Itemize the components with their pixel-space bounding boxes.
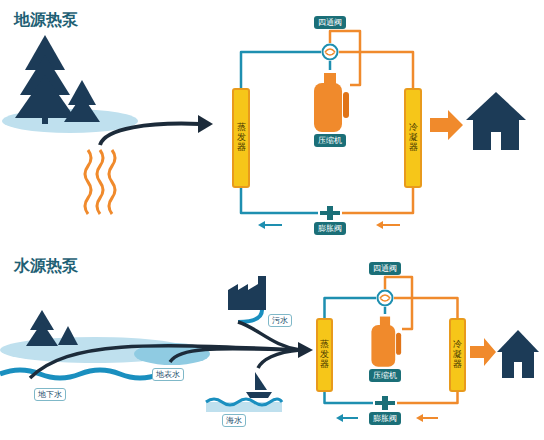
part-label: 压缩机 — [314, 134, 346, 147]
part-label: 膨胀阀 — [314, 222, 346, 235]
house — [466, 92, 526, 150]
pipe — [394, 298, 458, 318]
pipe — [325, 392, 374, 403]
sewage-pipe — [238, 310, 262, 322]
valve-symbol — [376, 289, 394, 307]
factory — [228, 276, 266, 310]
four-way-valve: 四通阀 — [369, 262, 401, 307]
source-label: 地下水 — [34, 388, 66, 401]
vertical-label: 冷凝器 — [453, 340, 462, 370]
section-title: 地源热泵 — [14, 10, 78, 31]
sea-waves — [206, 399, 282, 405]
heat-arrow — [470, 338, 496, 366]
pipe — [339, 52, 413, 88]
pipe — [342, 188, 413, 213]
pipe — [397, 392, 458, 403]
compressor-symbol — [368, 314, 402, 367]
heat-exchanger: 蒸发器 — [316, 318, 333, 392]
expansion-valve-symbol — [318, 206, 342, 220]
heat-exchanger: 冷凝器 — [449, 318, 466, 392]
valve-symbol — [321, 43, 339, 61]
heat-arrow — [430, 110, 463, 140]
source-label: 地表水 — [152, 368, 184, 381]
flow-arrow — [100, 124, 200, 145]
source-label: 海水 — [222, 414, 246, 427]
part-label: 压缩机 — [369, 369, 401, 382]
expansion-valve-symbol — [373, 396, 397, 410]
part-label: 膨胀阀 — [369, 412, 401, 425]
pipe — [241, 188, 318, 213]
compressor: 压缩机 — [368, 314, 402, 382]
expansion-valve: 膨胀阀 — [314, 206, 346, 235]
pipe — [330, 61, 331, 70]
arrow-head — [298, 342, 313, 358]
groundwater — [0, 370, 160, 378]
compressor-symbol — [310, 70, 350, 132]
heat-exchanger: 蒸发器 — [232, 88, 250, 188]
compressor: 压缩机 — [310, 70, 350, 147]
sea — [206, 402, 282, 412]
boat — [246, 372, 272, 398]
vertical-label: 蒸发器 — [237, 123, 246, 153]
four-way-valve: 四通阀 — [314, 16, 346, 61]
trees — [15, 35, 100, 124]
pipe — [325, 298, 377, 318]
heat-exchanger: 冷凝器 — [404, 88, 422, 188]
section-title: 水源热泵 — [14, 256, 78, 277]
pipe — [385, 307, 386, 314]
source-label: 污水 — [268, 314, 292, 327]
house — [497, 330, 539, 378]
part-label: 四通阀 — [369, 262, 401, 275]
heat-waves — [85, 150, 115, 214]
pipe — [241, 52, 321, 88]
trees — [26, 310, 78, 346]
arrow-head — [198, 115, 213, 133]
vertical-label: 蒸发器 — [320, 340, 329, 370]
expansion-valve: 膨胀阀 — [369, 396, 401, 425]
part-label: 四通阀 — [314, 16, 346, 29]
vertical-label: 冷凝器 — [409, 123, 418, 153]
